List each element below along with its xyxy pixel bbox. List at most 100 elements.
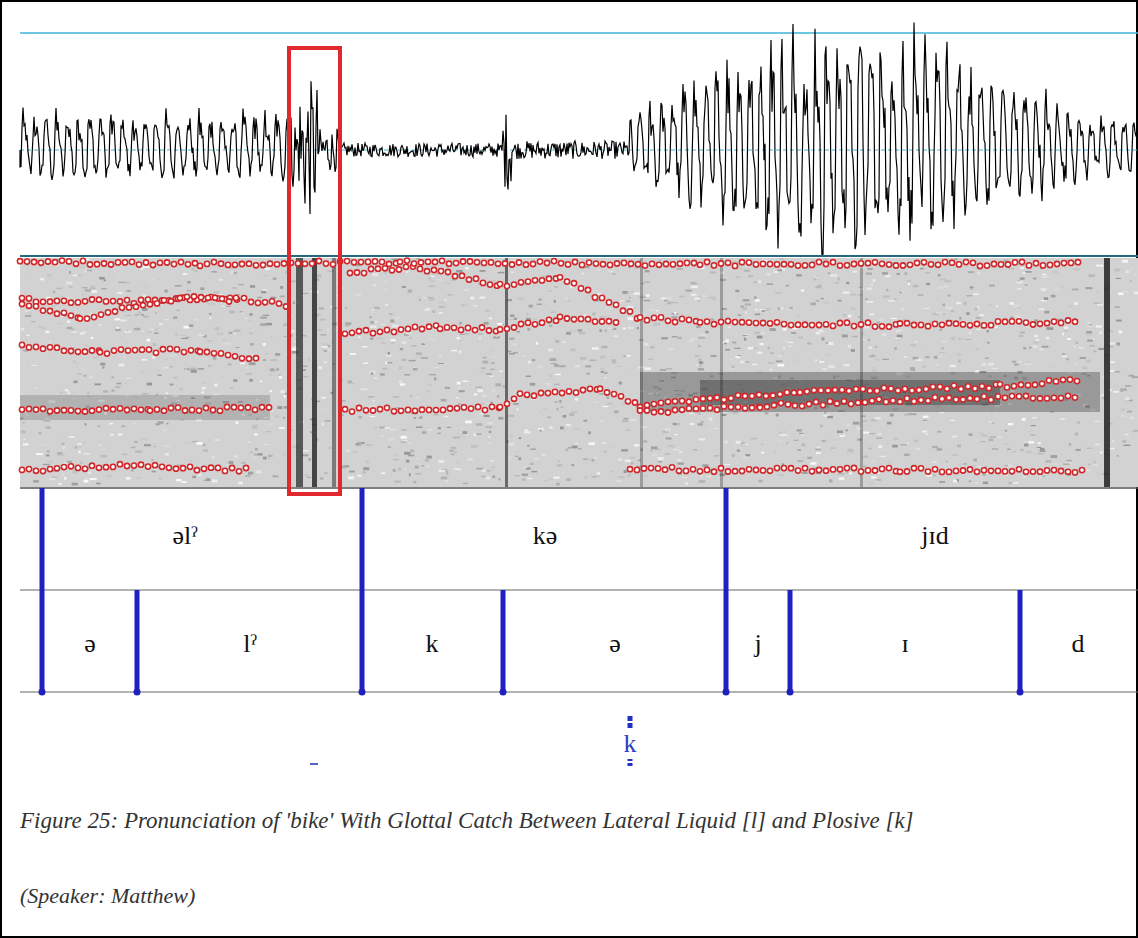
- spectrogram-speckle: [530, 463, 534, 466]
- spectrogram-speckle: [527, 445, 529, 447]
- spectrogram-speckle: [159, 323, 163, 326]
- spectrogram-speckle: [616, 481, 621, 482]
- spectrogram-speckle: [83, 442, 85, 444]
- spectrogram-speckle: [264, 444, 270, 445]
- spectrogram-speckle: [517, 331, 521, 332]
- spectrogram-speckle: [839, 477, 845, 479]
- spectrogram-speckle: [877, 472, 880, 474]
- spectrogram-speckle: [531, 399, 537, 400]
- spectrogram-speckle: [263, 275, 268, 276]
- spectrogram-speckle: [815, 449, 821, 451]
- spectrogram-speckle: [521, 288, 528, 289]
- spectrogram-speckle: [845, 430, 848, 432]
- spectrogram-speckle: [604, 372, 607, 374]
- spectrogram-speckle: [831, 448, 835, 449]
- spectrogram-speckle: [281, 390, 286, 393]
- spectrogram-speckle: [628, 300, 631, 301]
- panel-divider: [20, 255, 1138, 257]
- spectrogram-speckle: [732, 342, 736, 344]
- spectrogram-speckle: [419, 299, 421, 301]
- spectrogram-speckle: [1100, 451, 1103, 453]
- spectrogram-speckle: [674, 312, 677, 314]
- spectrogram-speckle: [943, 314, 946, 316]
- spectrogram-speckle: [821, 298, 824, 299]
- spectrogram-speckle: [463, 333, 470, 335]
- spectrogram-speckle: [377, 308, 381, 310]
- spectrogram-speckle: [429, 384, 432, 386]
- spectrogram-speckle: [1076, 342, 1078, 344]
- spectrogram-speckle: [248, 320, 251, 321]
- spectrogram-speckle: [94, 361, 101, 363]
- spectrogram-speckle: [700, 334, 707, 336]
- spectrogram-speckle: [937, 448, 943, 450]
- spectrogram-speckle: [557, 464, 562, 467]
- spectrogram-speckle: [489, 348, 492, 351]
- spectrogram-speckle: [786, 310, 791, 311]
- spectrogram-speckle: [90, 478, 97, 480]
- spectrogram-speckle: [698, 359, 701, 361]
- spectrogram-speckle: [822, 440, 826, 441]
- spectrogram-speckle: [126, 477, 131, 479]
- spectrogram-speckle: [529, 305, 533, 308]
- spectrogram-speckle: [570, 330, 576, 332]
- spectrogram-speckle: [1025, 271, 1031, 273]
- spectrogram-speckle: [1115, 306, 1121, 308]
- spectrogram-speckle: [796, 274, 801, 276]
- spectrogram-speckle: [230, 387, 232, 389]
- spectrogram-speckle: [579, 332, 585, 335]
- spectrogram-speckle: [725, 349, 730, 351]
- spectrogram-speckle: [138, 312, 141, 315]
- spectrogram-speckle: [126, 377, 131, 379]
- spectrogram-speckle: [969, 433, 973, 436]
- spectrogram-speckle: [818, 330, 823, 333]
- spectrogram-speckle: [390, 429, 397, 431]
- spectrogram-speckle: [527, 390, 530, 392]
- spectrogram-speckle: [1041, 300, 1047, 301]
- spectrogram-speckle: [400, 348, 403, 350]
- spectrogram-speckle: [356, 293, 361, 295]
- spectrogram-speckle: [925, 356, 929, 358]
- spectrogram-speckle: [672, 336, 678, 337]
- spectrogram-speckle: [871, 461, 876, 462]
- spectrogram-speckle: [897, 330, 903, 331]
- spectrogram-speckle: [188, 378, 191, 379]
- spectrogram-speckle: [1057, 303, 1060, 306]
- spectrogram-speckle: [503, 386, 505, 388]
- spectrogram-speckle: [615, 366, 621, 367]
- spectrogram-speckle: [69, 271, 71, 274]
- spectrogram-speckle: [124, 316, 126, 317]
- spectrogram-speckle: [846, 472, 848, 474]
- spectrogram-speckle: [1044, 311, 1049, 314]
- spectrogram-speckle: [823, 302, 830, 304]
- spectrogram-speckle: [801, 434, 805, 436]
- spectrogram-speckle: [141, 371, 145, 374]
- spectrogram-speckle: [542, 454, 546, 456]
- spectrogram-speckle: [782, 268, 786, 271]
- spectrogram-speckle: [420, 441, 425, 443]
- spectrogram-speckle: [674, 434, 677, 435]
- spectrogram-speckle: [342, 400, 346, 401]
- spectrogram-speckle: [1072, 289, 1078, 291]
- spectrogram-speckle: [1045, 460, 1051, 462]
- spectrogram-speckle: [77, 476, 82, 477]
- spectrogram-speckle: [702, 295, 707, 297]
- spectrogram-speckle: [1012, 361, 1016, 363]
- spectrogram-speckle: [416, 458, 419, 459]
- spectrogram-speckle: [415, 466, 419, 469]
- spectrogram-speckle: [413, 368, 418, 371]
- spectrogram-speckle: [1040, 288, 1046, 290]
- spectrogram-speckle: [790, 307, 793, 309]
- spectrogram-speckle: [1129, 269, 1134, 271]
- spectrogram-speckle: [691, 285, 698, 288]
- spectrogram-speckle: [317, 352, 322, 353]
- spectrogram-speckle: [767, 283, 773, 285]
- spectrogram-speckle: [114, 318, 120, 320]
- spectrogram-speckle: [307, 477, 311, 478]
- spectrogram-speckle: [263, 343, 266, 346]
- spectrogram-speckle: [968, 271, 974, 273]
- spectrogram-speckle: [869, 482, 875, 485]
- spectrogram-speckle: [646, 294, 650, 296]
- spectrogram-speckle: [868, 268, 873, 270]
- spectrogram-speckle: [760, 309, 766, 311]
- spectrogram-speckle: [884, 425, 887, 426]
